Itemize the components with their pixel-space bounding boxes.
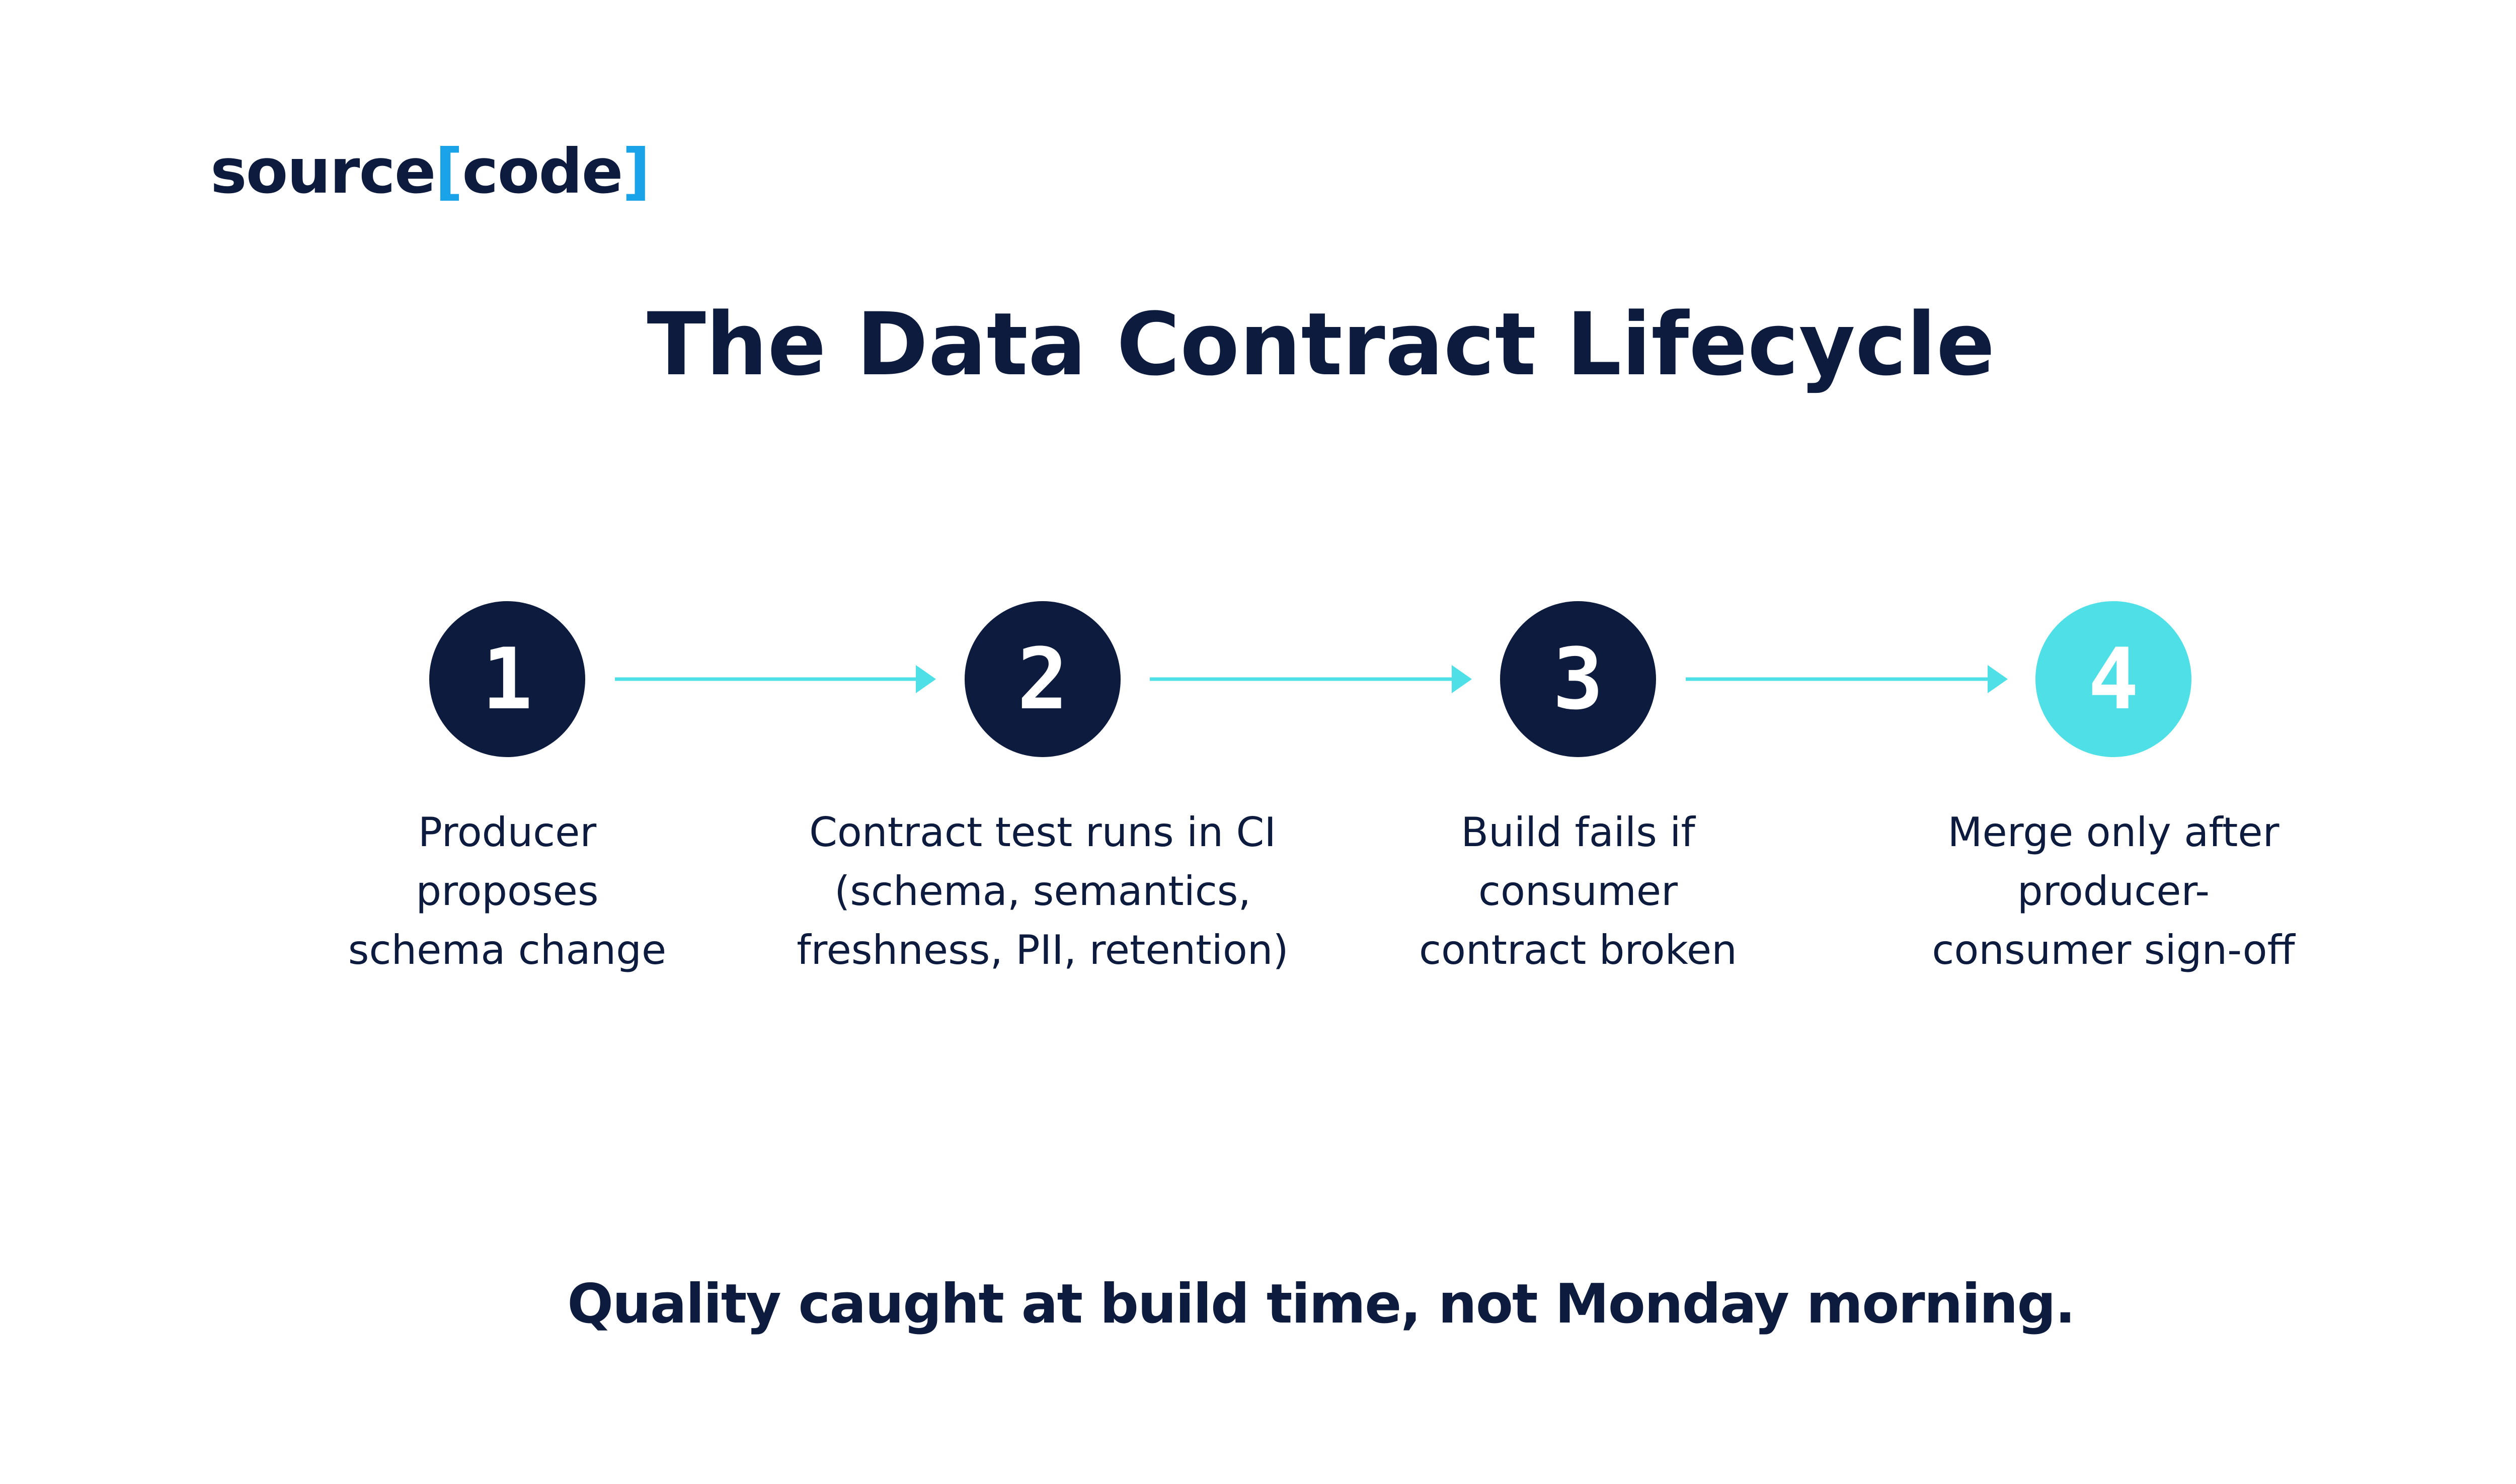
step-4-line-3: consumer sign-off	[1932, 927, 2295, 973]
step-4-number: 4	[2088, 630, 2139, 728]
step-3-line-3: contract broken	[1419, 927, 1737, 973]
step-3-circle: 3	[1500, 601, 1656, 757]
step-2-circle: 2	[965, 601, 1121, 757]
step-3-description: Build fails if consumer contract broken	[1314, 803, 1842, 979]
arrow-1-to-2-head	[916, 665, 936, 693]
logo-open-bracket: [	[435, 136, 463, 207]
step-3-line-1: Build fails if	[1461, 809, 1695, 856]
logo-close-bracket: ]	[622, 136, 651, 207]
step-1-line-3: schema change	[348, 927, 667, 973]
arrow-3-to-4-head	[1988, 665, 2008, 693]
step-4-line-1: Merge only after	[1947, 809, 2279, 856]
logo-word-code: code	[462, 136, 623, 207]
step-1-circle: 1	[429, 601, 585, 757]
step-2-description: Contract test runs in CI (schema, semant…	[778, 803, 1307, 979]
arrow-2-to-3-head	[1452, 665, 1472, 693]
step-3-line-2: consumer	[1478, 868, 1678, 915]
step-2-number: 2	[1017, 630, 1068, 728]
footer-tagline: Quality caught at build time, not Monday…	[567, 1273, 2076, 1336]
step-2-line-1: Contract test runs in CI	[809, 809, 1276, 856]
step-4-circle: 4	[2035, 601, 2191, 757]
step-1-number: 1	[482, 630, 533, 728]
step-4-line-2: producer-	[2017, 868, 2210, 915]
step-4-description: Merge only after producer- consumer sign…	[1849, 803, 2378, 979]
brand-logo: source[code]	[210, 141, 650, 202]
page-title: The Data Contract Lifecycle	[647, 294, 1995, 395]
step-1-description: Producer proposes schema change	[243, 803, 771, 979]
logo-word-source: source	[210, 136, 436, 207]
step-1-line-1: Producer	[418, 809, 597, 856]
step-1-line-2: proposes	[416, 868, 599, 915]
step-3-number: 3	[1552, 630, 1604, 728]
step-2-line-3: freshness, PII, retention)	[797, 927, 1289, 973]
step-2-line-2: (schema, semantics,	[834, 868, 1251, 915]
